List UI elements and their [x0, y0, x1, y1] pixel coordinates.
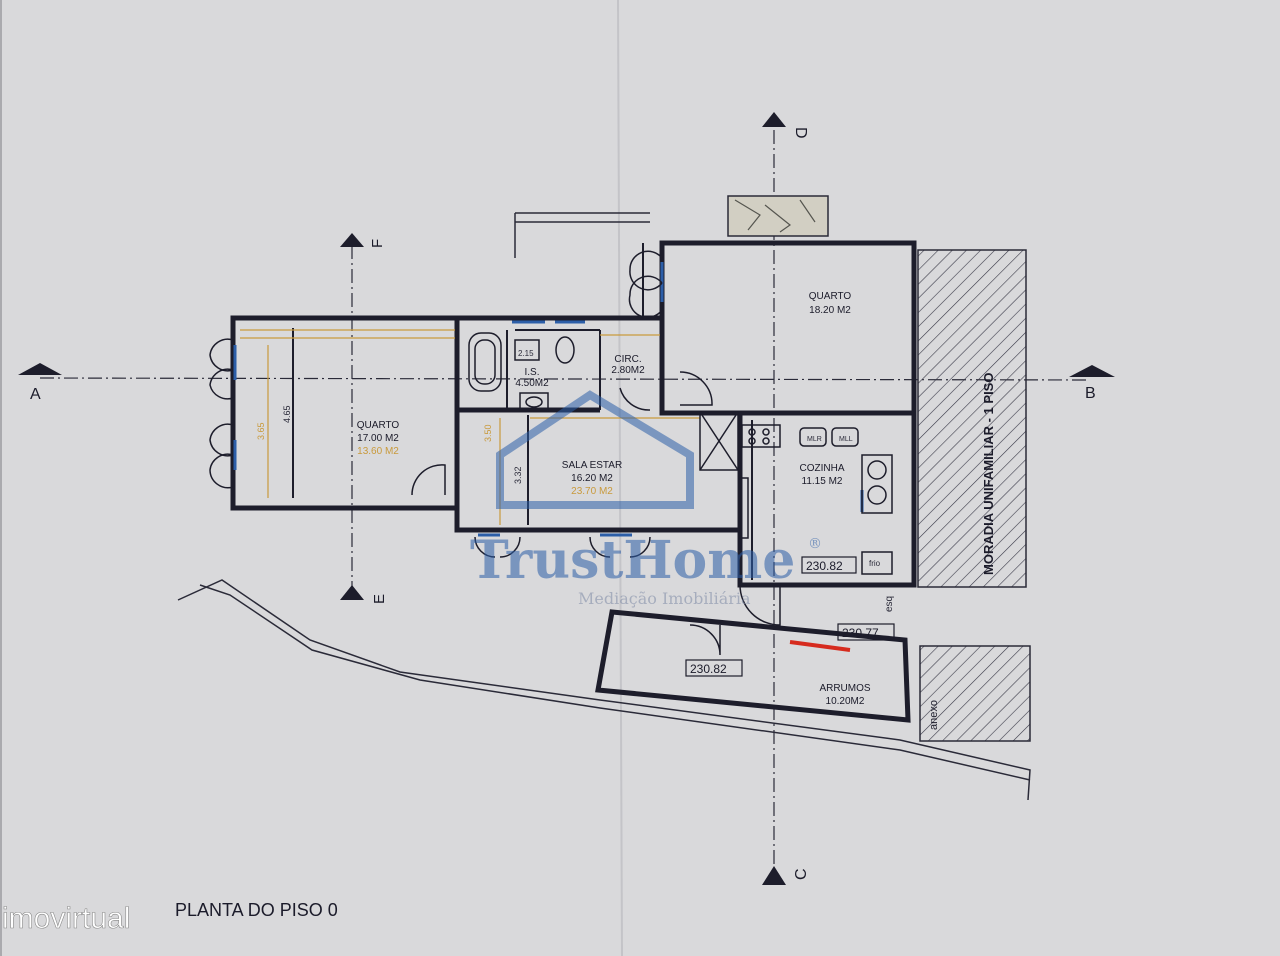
section-label-a: A: [30, 386, 41, 403]
room-area: 18.20 M2: [809, 305, 851, 316]
dim-3-50: 3.50: [483, 424, 493, 442]
washing-machine-icon: [799, 427, 827, 447]
dim-3-65: 3.65: [256, 422, 266, 440]
dim-3-32: 3.32: [513, 466, 523, 484]
room-name: QUARTO: [809, 291, 852, 302]
section-markers: [18, 112, 1115, 885]
cabinet-icon: [699, 411, 739, 471]
section-marker-e: [340, 585, 364, 600]
toilet-icon: [555, 336, 575, 364]
room-name: CIRC.: [614, 354, 641, 365]
drawing-title: PLANTA DO PISO 0: [175, 900, 338, 920]
bathtub-icon: [468, 332, 502, 392]
level-entry: 230.77: [842, 626, 879, 640]
section-label-f: F: [369, 239, 386, 248]
level-arrumos: 230.82: [690, 662, 727, 676]
watermark-tagline: Mediação Imobiliária: [578, 589, 751, 608]
section-label-c: C: [793, 868, 810, 880]
section-label-d: D: [792, 127, 809, 139]
room-name: COZINHA: [800, 463, 845, 474]
door-swings: [209, 250, 781, 656]
neighbor-label: MORADIA UNIFAMILIAR - 1 PISO: [981, 373, 996, 575]
esq-label: esq: [884, 596, 895, 612]
house-logo-icon: [496, 390, 694, 509]
sink-unit-icon: [861, 454, 893, 514]
section-marker-b: [1069, 365, 1115, 377]
room-area: 2.80M2: [611, 365, 645, 376]
red-door-mark: [789, 640, 851, 652]
section-label-b: B: [1085, 385, 1096, 402]
watermark-brand: TrustHome: [470, 530, 795, 591]
section-marker-a: [18, 363, 62, 375]
room-area: 11.15 M2: [802, 476, 843, 487]
level-boxes: [685, 556, 895, 677]
anexo-label: anexo: [928, 700, 940, 730]
room-area: 4.50M2: [515, 378, 549, 389]
bathroom-fixtures: [468, 332, 575, 412]
site-boundary: [177, 212, 1031, 801]
room-area: 17.00 M2: [357, 433, 399, 444]
room-is: I.S. 4.50M2: [515, 367, 549, 389]
section-marker-c: [762, 866, 786, 885]
stove-icon: [741, 424, 781, 448]
dim-4-65: 4.65: [282, 405, 292, 423]
room-name: I.S.: [524, 367, 539, 378]
room-name: ARRUMOS: [819, 683, 870, 694]
section-label-e: E: [371, 594, 388, 604]
room-cozinha: COZINHA 11.15 M2: [800, 463, 845, 487]
section-marker-d: [762, 112, 786, 127]
mll-label: MLL: [839, 436, 853, 443]
basin-icon: [519, 392, 549, 412]
kitchen-fixtures: [699, 411, 893, 575]
level-kitchen: 230.82: [806, 559, 843, 573]
imovirtual-logo[interactable]: imovirtual: [2, 902, 131, 936]
room-circ: CIRC. 2.80M2: [611, 354, 645, 376]
room-area: 16.20 M2: [571, 473, 613, 484]
room-area: 10.20M2: [826, 696, 865, 707]
room-name: QUARTO: [357, 420, 400, 431]
room-arrumos: ARRUMOS 10.20M2: [819, 683, 870, 707]
chimney-detail: [727, 195, 829, 237]
frio-label: frio: [869, 559, 881, 568]
watermark-reg: ®: [808, 536, 822, 552]
neighbor-building: [917, 249, 1031, 742]
mlr-label: MLR: [807, 436, 822, 443]
dishwasher-icon: [831, 427, 859, 447]
room-quarto-left: QUARTO 17.00 M2 13.60 M2: [357, 420, 400, 457]
dim-2-15: 2.15: [518, 349, 534, 358]
fridge-icon: [861, 551, 893, 575]
sink-icon: [514, 339, 540, 361]
room-sala: SALA ESTAR 16.20 M2 23.70 M2: [562, 460, 622, 497]
room-area-alt: 23.70 M2: [571, 486, 613, 497]
section-marker-f: [340, 233, 364, 247]
trusthome-watermark: TrustHome ® Mediação Imobiliária: [470, 390, 822, 608]
room-area-alt: 13.60 M2: [357, 446, 399, 457]
room-quarto-right: QUARTO 18.20 M2: [809, 291, 852, 316]
room-name: SALA ESTAR: [562, 460, 622, 471]
paper-fold: [617, 0, 623, 956]
